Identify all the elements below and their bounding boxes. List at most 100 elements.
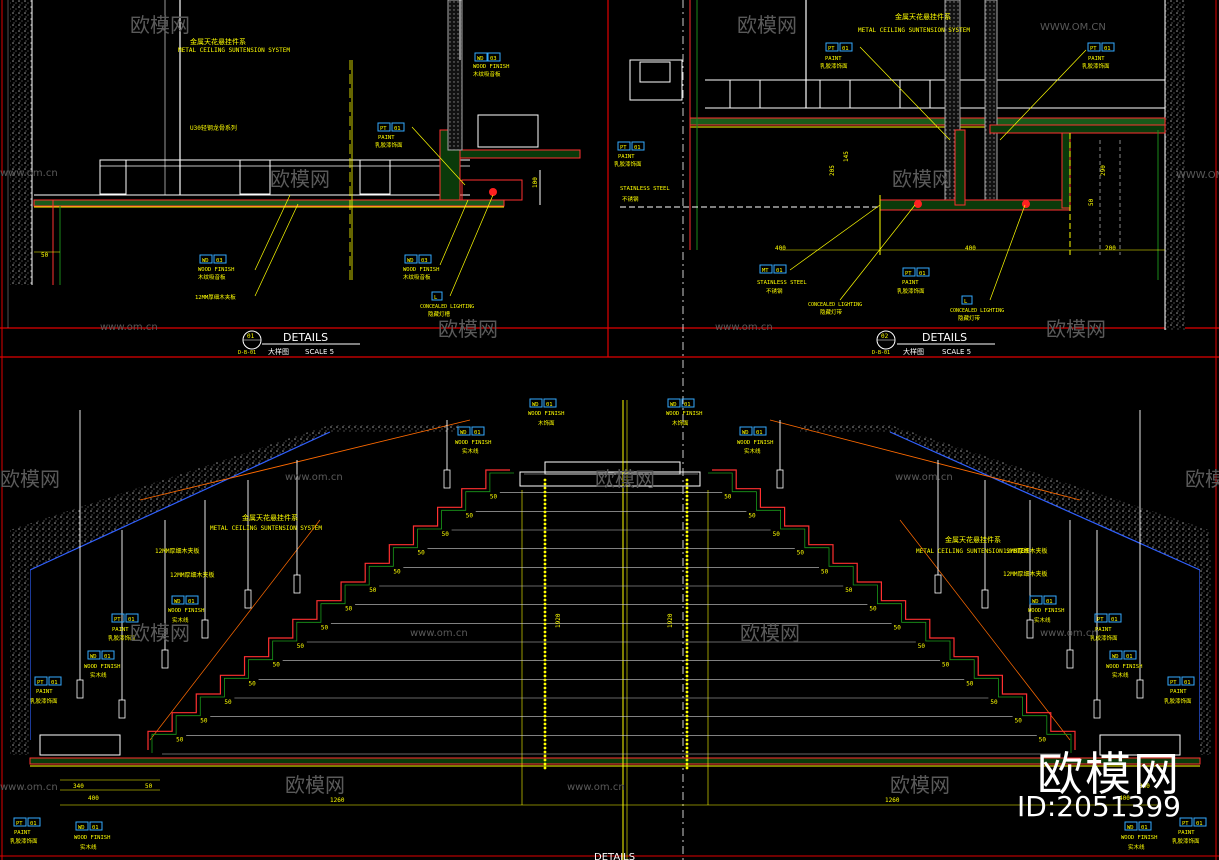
dl-wood-cn: 木纹吸音板 — [473, 70, 501, 78]
dl-dim-50: 50 — [41, 252, 49, 259]
light-dot — [685, 526, 689, 530]
light-dot — [685, 554, 689, 558]
step-dim-left: 50 — [224, 699, 232, 706]
dl-concealed: CONCEALED LIGHTING — [420, 304, 474, 310]
light-dot — [685, 666, 689, 670]
step-dim-left: 50 — [176, 736, 184, 743]
b-title-en-right: METAL CEILING SUNTENSION SYSTEM — [916, 548, 1028, 555]
light-dot — [543, 706, 547, 710]
light-dot — [543, 714, 547, 718]
light-dot — [685, 690, 689, 694]
light-dot — [543, 586, 547, 590]
light-dot — [685, 634, 689, 638]
dr-concealed: CONCEALED LIGHTING — [808, 302, 862, 308]
light-dot — [685, 490, 689, 494]
light-dot — [543, 754, 547, 758]
light-dot — [543, 682, 547, 686]
light-dot — [543, 694, 547, 698]
light-dot — [543, 538, 547, 542]
step-dim-left: 50 — [297, 643, 305, 650]
step-dim-right: 50 — [845, 587, 853, 594]
dl-sect-no: 01 — [247, 333, 255, 340]
light-dot — [543, 510, 547, 514]
light-dot — [685, 578, 689, 582]
light-dot — [685, 678, 689, 682]
light-dot — [543, 594, 547, 598]
wm-brand-8: 欧模网 — [595, 467, 655, 491]
b-solid-cn-3: 实木线 — [462, 447, 479, 455]
dr-sect-no: 02 — [881, 333, 889, 340]
light-dot — [685, 746, 689, 750]
dr-dim-400: 400 — [775, 245, 786, 252]
b-solid-cn-4: 实木线 — [744, 447, 761, 455]
light-dot — [685, 498, 689, 502]
step-dim-right: 50 — [894, 624, 902, 631]
b-tag-01-11: 01 — [1126, 654, 1133, 660]
light-dot — [685, 630, 689, 634]
b-wood-4: WOOD FINISH — [737, 440, 773, 446]
light-dot — [543, 514, 547, 518]
light-dot — [543, 678, 547, 682]
b-paint-8: PAINT — [36, 689, 53, 695]
light-dot — [685, 714, 689, 718]
light-dot — [543, 642, 547, 646]
b-tag-wd-3: WD — [460, 430, 467, 436]
b-dim-1260: 1260 — [330, 797, 345, 804]
light-dot — [543, 690, 547, 694]
dr-paint-cn4: 乳胶漆饰面 — [897, 287, 925, 295]
dr-dim-50: 50 — [1088, 198, 1095, 206]
step-dim-right: 50 — [797, 550, 805, 557]
b-tag-wd-7: WD — [90, 654, 97, 660]
b-wood-2: WOOD FINISH — [666, 411, 702, 417]
light-dot — [543, 662, 547, 666]
dr-stainless: STAINLESS STEEL — [757, 280, 807, 286]
dr-stainless-cn: 不锈钢 — [766, 287, 783, 295]
light-dot — [543, 634, 547, 638]
wm-brand-11: 欧模网 — [740, 621, 800, 645]
light-dot — [543, 562, 547, 566]
light-dot — [685, 750, 689, 754]
b-dim-340b: 340 — [1139, 783, 1150, 790]
step-dim-left: 50 — [273, 662, 281, 669]
light-dot — [543, 674, 547, 678]
dr-title-cn: 金属天花悬挂件系 — [895, 12, 951, 21]
b-tag-wd-4: WD — [742, 430, 749, 436]
step-dim-left: 50 — [200, 718, 208, 725]
light-dot — [543, 534, 547, 538]
corner-watermark-brand: 欧模网 — [1037, 747, 1181, 801]
light-dot — [685, 638, 689, 642]
light-dot — [685, 662, 689, 666]
wm-brand-7: 欧模网 — [0, 467, 60, 491]
dl-tag-03b: 03 — [216, 258, 223, 264]
light-dot — [543, 518, 547, 522]
light-dot — [685, 610, 689, 614]
dl-u30: U30轻钢龙骨系列 — [190, 124, 237, 132]
bottom-labels: 金属天花悬挂件系 METAL CEILING SUNTENSION SYSTEM… — [10, 398, 1207, 860]
dl-tag-03: 03 — [490, 56, 497, 62]
dl-paint-cn: 乳胶漆饰面 — [375, 141, 403, 149]
step-dim-right: 50 — [748, 512, 756, 519]
b-solid-cn-16: 实木线 — [1128, 843, 1145, 851]
b-solid-cn-9: 实木线 — [1034, 616, 1051, 624]
light-dot — [685, 574, 689, 578]
wm-brand-4: 欧模网 — [892, 167, 952, 191]
corner-watermark-id: ID:2051399 — [1017, 790, 1181, 823]
b-tag-01-7: 01 — [104, 654, 111, 660]
b-tag-pt-8: PT — [37, 680, 44, 686]
light-dot — [543, 482, 547, 486]
b-tag-pt-12: PT — [1170, 680, 1177, 686]
light-dot — [685, 622, 689, 626]
light-dot — [543, 646, 547, 650]
dr-dim-400b: 400 — [965, 245, 976, 252]
wm-url-5: www.om.cn — [715, 322, 773, 333]
light-dot — [685, 670, 689, 674]
light-dot — [685, 590, 689, 594]
light-dot — [685, 522, 689, 526]
light-dot — [543, 718, 547, 722]
light-dot — [685, 710, 689, 714]
step-dim-left: 50 — [417, 550, 425, 557]
wm-url-9: www.om.cn — [1040, 628, 1098, 639]
dl-wood-cn3: 木纹吸音板 — [403, 273, 431, 281]
b-wood-3: WOOD FINISH — [455, 440, 491, 446]
light-dot — [685, 682, 689, 686]
